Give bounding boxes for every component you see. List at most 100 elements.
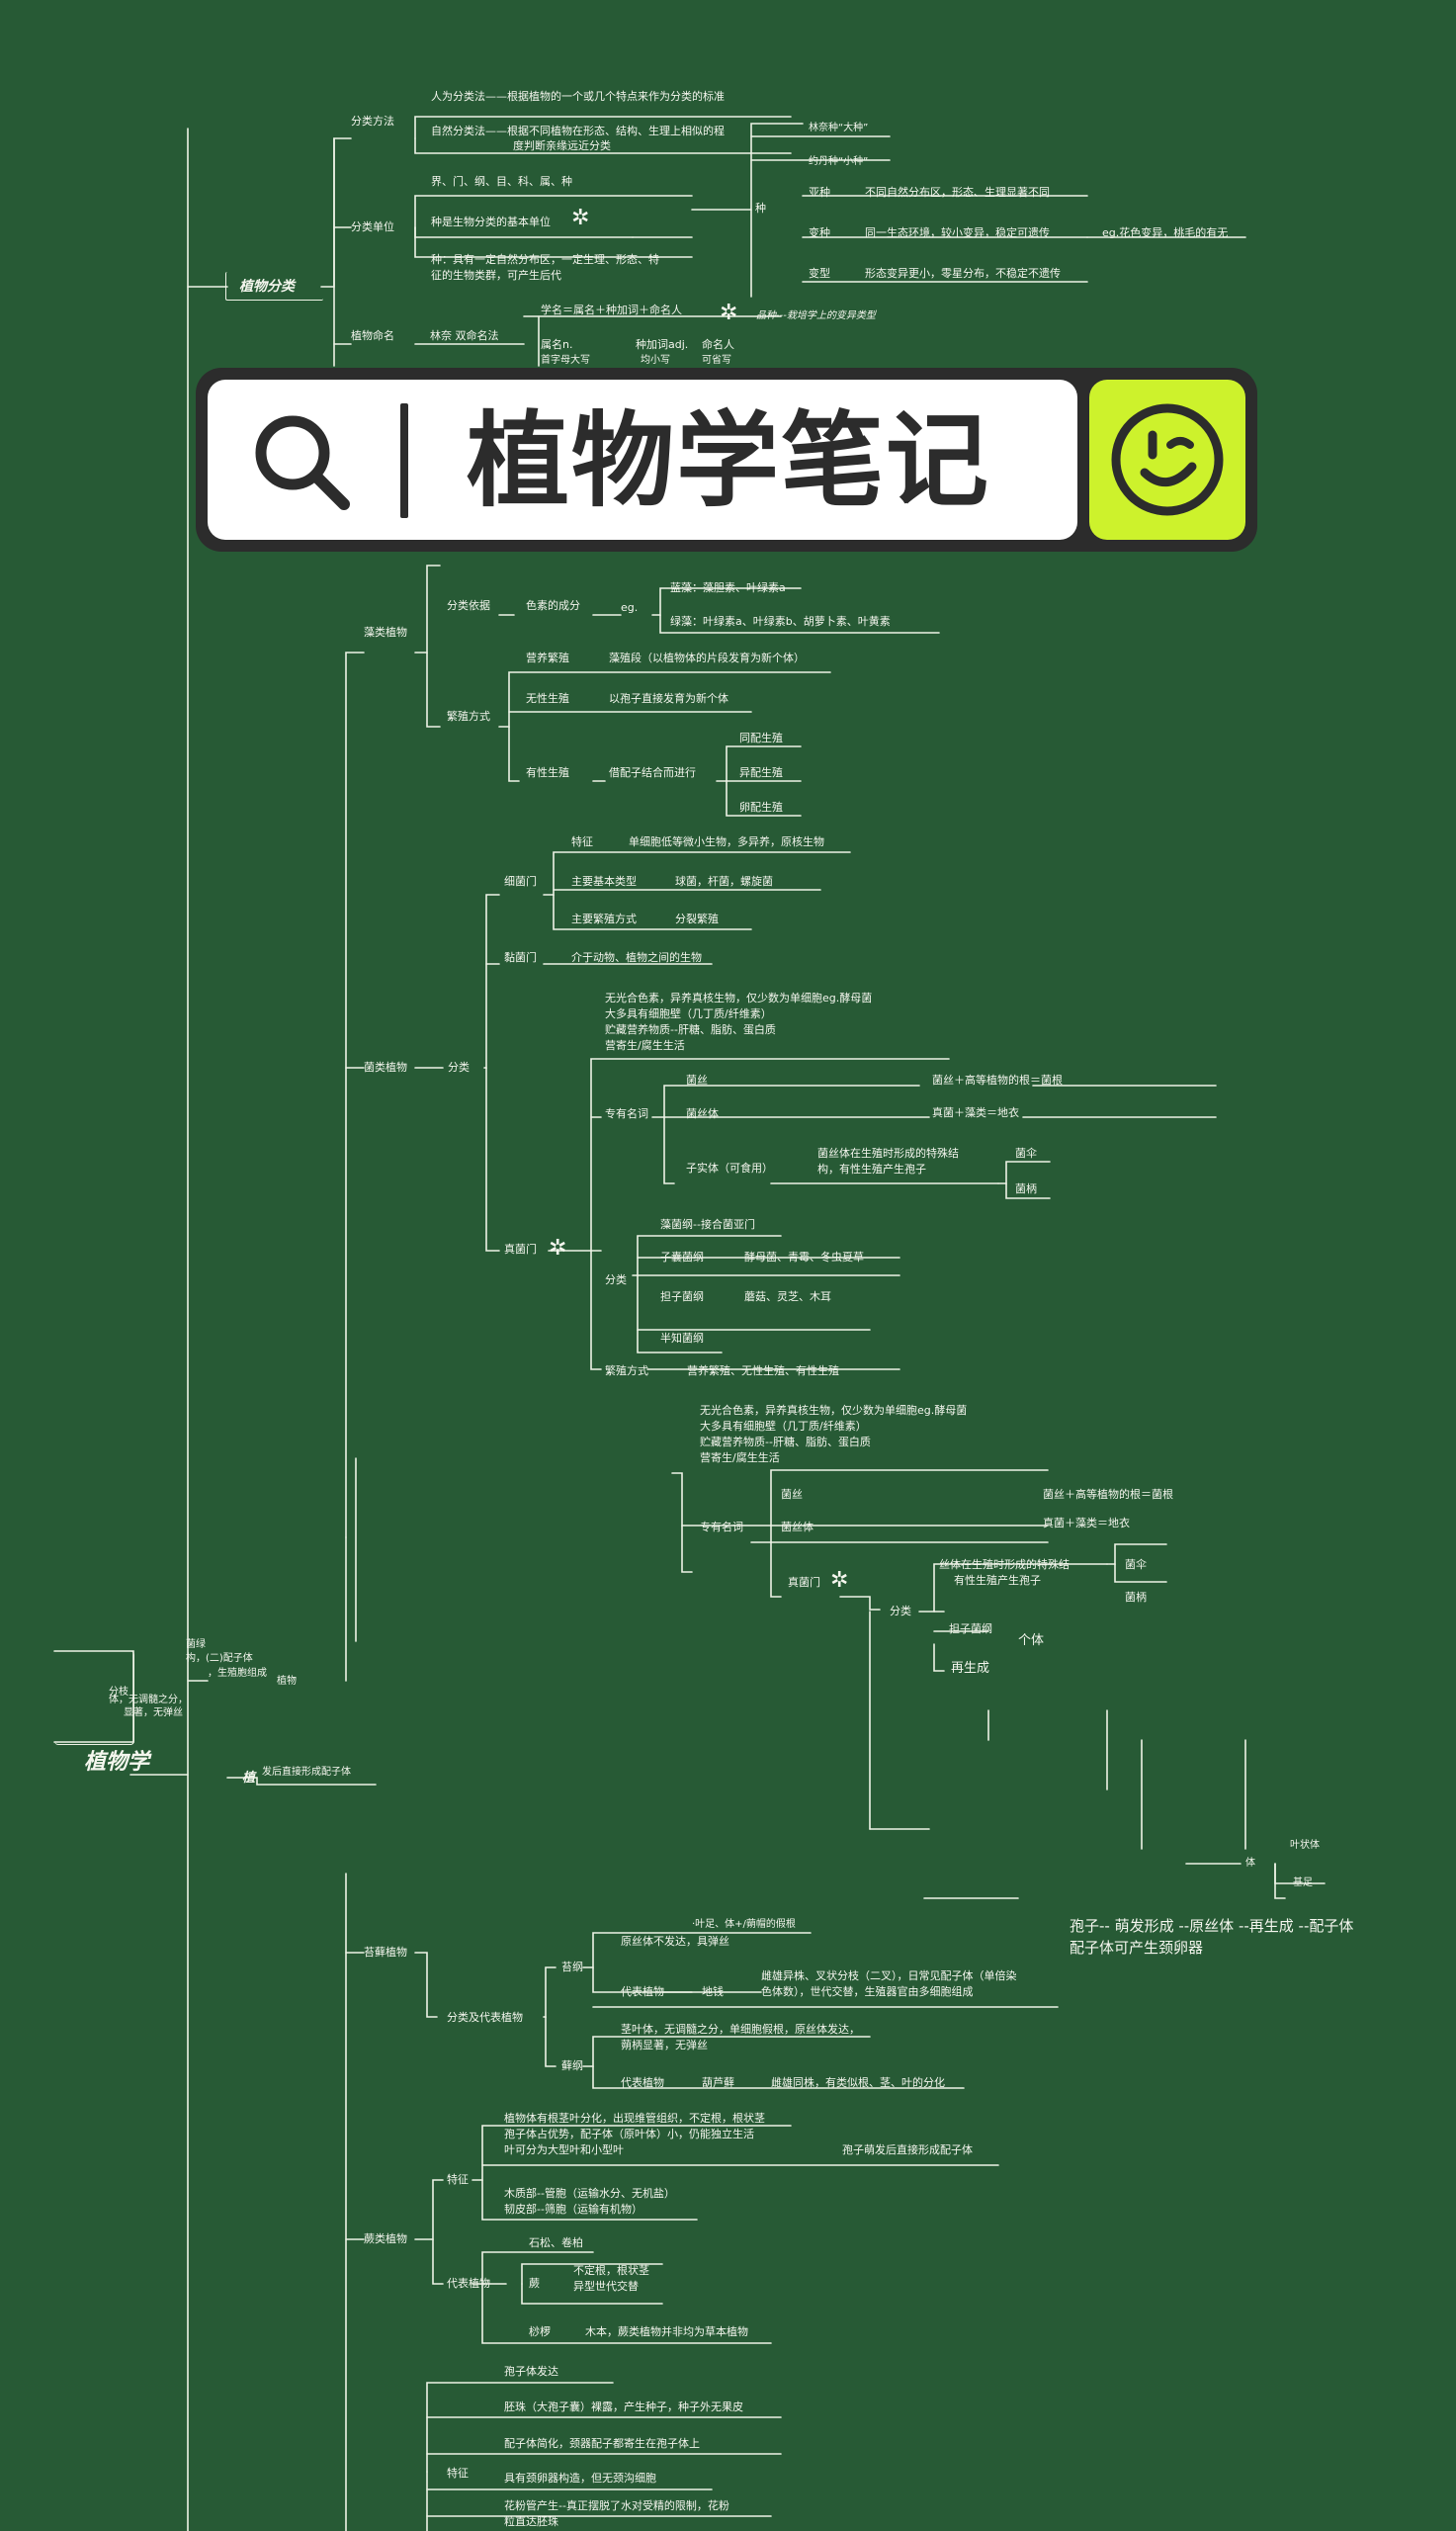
fern-feature-3: 叶可分为大型叶和小型叶 [504,2143,624,2156]
classification-node[interactable]: 植物分类 [239,279,295,295]
dup-thallus: 叶状体 [1290,1840,1320,1851]
species-node[interactable]: 种 [755,202,766,215]
slime-mold-text: 介于动物、植物之间的生物 [571,951,702,964]
wink-face-icon [1111,403,1224,516]
gymnosperm-feature-2: 胚珠（大孢子囊）裸露，产生种子，种子外无果皮 [504,2400,743,2413]
algae-pigment: 色素的成分 [526,599,580,612]
face-button[interactable] [1089,380,1245,540]
variety-example: eg.花色变异，桃毛的有无 [1102,226,1229,239]
liverworts: 苔纲 [561,1961,583,1973]
eumycota-desc: 贮藏营养物质--肝糖、脂肪、蛋白质 [605,1023,776,1036]
left-fragment: 分枝 [109,1687,128,1698]
dup-stalk: 菌柄 [1125,1591,1147,1604]
genus-rule: 首字母大写 [541,355,590,366]
dup-fragment: 再生成 [951,1661,990,1676]
deuteromycetes: 半知菌纲 [660,1332,704,1345]
algae-sexual: 有性生殖 [526,766,569,779]
fern-node[interactable]: 蕨类植物 [364,2232,407,2245]
naming-method: 林奈 双命名法 [430,329,499,342]
bacteria-types: 主要基本类型 [571,875,637,888]
ascomycetes-text: 酵母菌、青霉、冬虫夏草 [744,1251,864,1264]
mosses-text-2: 蒴柄显著，无弹丝 [621,2039,708,2051]
gymnosperm-feature-3: 配子体简化，颈器配子都寄生在孢子体上 [504,2437,700,2450]
species-def-2: 征的生物类群，可产生后代 [431,269,561,282]
eumycota-desc: 营寄生/腐生生活 [605,1039,685,1052]
dup-basidiomycetes: 担子菌纲 [949,1622,992,1635]
eumycota-reproduction: 繁殖方式 [605,1364,648,1377]
moss-classification: 分类及代表植物 [447,2011,523,2024]
liverwort-representative: 代表植物 [621,1985,664,1998]
zygomycetes: 藻菌纲--接合菌亚门 [660,1218,755,1231]
fern-feature-2: 孢子体占优势，配子体（原叶体）小，仍能独立生活 [504,2128,754,2140]
fruiting-body-text: 菌丝体在生殖时形成的特殊结 [817,1147,959,1160]
mosses: 藓纲 [561,2059,583,2072]
bacteria-reproduction-text: 分裂繁殖 [675,913,719,925]
naming-node[interactable]: 植物命名 [351,329,394,342]
terms-node: 专有名词 [605,1107,648,1120]
dup-desc: 贮藏营养物质--肝糖、脂肪、蛋白质 [700,1436,871,1448]
moss-node[interactable]: 苔藓植物 [364,1946,407,1959]
eumycota-reproduction-text: 营养繁殖、无性生殖、有性生殖 [687,1364,839,1377]
banner-title: 植物学笔记 [467,400,991,521]
genus-name: 属名n. [541,338,573,351]
algae-vegetative: 营养繁殖 [526,652,569,664]
dup-hypha-text: 菌丝＋高等植物的根＝菌根 [1043,1488,1173,1501]
sparkle-icon: ✲ [571,206,590,230]
hypha-text: 菌丝＋高等植物的根＝菌根 [932,1074,1063,1087]
big-species: 林奈种“大种” [809,123,869,133]
fern-representative: 代表植物 [447,2277,490,2290]
left-fragment: 发后直接形成配子体 [262,1767,351,1778]
stalk: 菌柄 [1015,1182,1037,1195]
algae-vegetative-text: 藻殖段（以植物体的片段发育为新个体） [609,652,805,664]
dup-fragment: 体 [1245,1858,1255,1869]
method-node[interactable]: 分类方法 [351,115,394,128]
search-icon [255,415,350,510]
species-def: 种：具有一定自然分布区，一定生理、形态、特 [431,253,659,266]
bacteria-feature: 特征 [571,835,593,848]
marchantia-text-2: 色体数），世代交替，生殖器官由多细胞组成 [761,1985,974,1998]
search-divider [400,403,408,518]
variety-text: 同一生态环境，较小变异，稳定可遗传 [865,226,1050,239]
eumycota-desc: 大多具有细胞壁（几丁质/纤维素） [605,1007,772,1020]
moss-lifecycle-note-2: 配子体可产生颈卵器 [1070,1939,1204,1957]
left-fragment: 菌绿 [186,1639,206,1650]
search-bar[interactable]: 植物学笔记 [208,380,1077,540]
author-rule: 可省写 [702,355,731,366]
eumycota-desc: 无光合色素，异养真核生物，仅少数为单细胞eg.酵母菌 [605,992,873,1004]
gymnosperm-feature-4: 具有颈卵器构造，但无颈沟细胞 [504,2472,656,2485]
dup-classification: 分类 [890,1605,911,1617]
root-node[interactable]: 植物学 [84,1750,150,1775]
mycelium: 菌丝体 [686,1107,719,1120]
fruiting-body-text-2: 构，有性生殖产生孢子 [817,1163,926,1176]
artificial-method: 人为分类法——根据植物的一个或几个特点来作为分类的标准 [431,90,725,103]
natural-method: 自然分类法——根据不同植物在形态、结构、生理上相似的程 [431,125,725,137]
fern-spore: 孢子萌发后直接形成配子体 [842,2143,973,2156]
author: 命名人 [702,338,734,351]
gymnosperm-feature-5: 花粉管产生--真正摆脱了水对受精的限制，花粉 [504,2499,729,2512]
hypha: 菌丝 [686,1074,708,1087]
algae-asexual-text: 以孢子直接发育为新个体 [609,692,728,705]
anisogamy: 异配生殖 [739,766,783,779]
naming-formula: 学名＝属名＋种加词＋命名人 [541,304,682,316]
classification-node-box [225,272,323,301]
fern-genus: 蕨 [529,2277,540,2290]
variety-label: 变种 [809,226,830,239]
fungi-classification: 分类 [448,1061,470,1074]
fungi-node[interactable]: 菌类植物 [364,1061,407,1074]
unit-node[interactable]: 分类单位 [351,220,394,233]
algae-node[interactable]: 藻类植物 [364,626,407,639]
gymnosperm-feature-1: 孢子体发达 [504,2365,558,2378]
left-fragment: 构，(二)配子体 [186,1653,253,1664]
cyathea: 桫椤 [529,2325,551,2338]
lycopodium: 石松、卷柏 [529,2236,583,2249]
small-species: 约丹种“小种” [809,156,869,167]
oogamy: 卵配生殖 [739,801,783,814]
subspecies-text: 不同自然分布区，形态、生理显著不同 [865,186,1050,199]
sparkle-icon: ✲ [830,1568,849,1593]
left-fragment: ，生殖胞组成 [208,1668,267,1679]
dup-desc: 营寄生/腐生生活 [700,1451,780,1464]
sparkle-icon: ✲ [720,301,738,325]
funaria: 葫芦藓 [702,2076,734,2089]
moss-representative: 代表植物 [621,2076,664,2089]
